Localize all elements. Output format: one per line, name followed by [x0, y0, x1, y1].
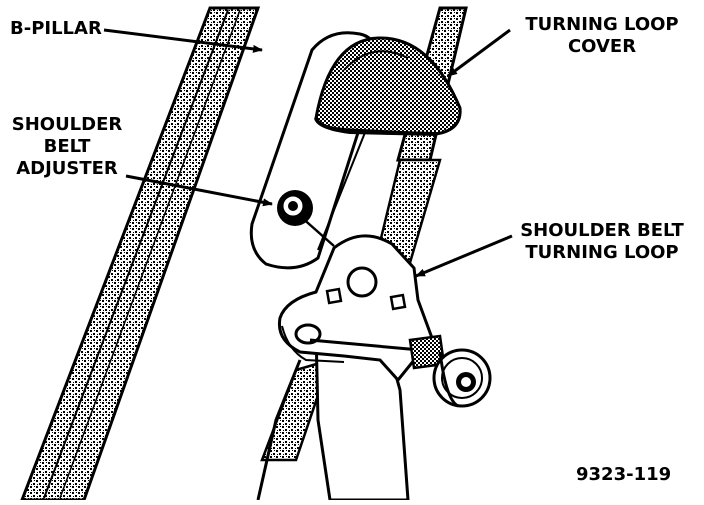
label-shoulder-belt-turning-loop-line1: SHOULDER BELT: [520, 220, 684, 241]
label-turning-loop-cover: TURNING LOOP COVER: [514, 14, 690, 58]
label-shoulder-belt-turning-loop: SHOULDER BELT TURNING LOOP: [512, 220, 692, 264]
label-shoulder-belt-adjuster: SHOULDER BELT ADJUSTER: [8, 114, 126, 180]
turning-loop-cover: [314, 36, 462, 136]
label-shoulder-belt-adjuster-line1: SHOULDER: [11, 114, 123, 135]
label-shoulder-belt-adjuster-line2: BELT: [43, 136, 91, 157]
label-shoulder-belt-turning-loop-line2: TURNING LOOP: [525, 242, 679, 263]
label-b-pillar: B-PILLAR: [10, 18, 102, 39]
label-shoulder-belt-adjuster-line3: ADJUSTER: [16, 158, 118, 179]
anchor-bolt: [309, 334, 492, 408]
adjuster-knob: [277, 190, 335, 247]
figure-number: 9323-119: [576, 464, 672, 485]
label-turning-loop-cover-line2: COVER: [567, 36, 637, 57]
label-turning-loop-cover-line1: TURNING LOOP: [525, 14, 679, 35]
shoulder-belt-turning-loop: [277, 234, 434, 383]
leader-lines: [103, 28, 513, 278]
b-pillar: [19, 6, 261, 502]
